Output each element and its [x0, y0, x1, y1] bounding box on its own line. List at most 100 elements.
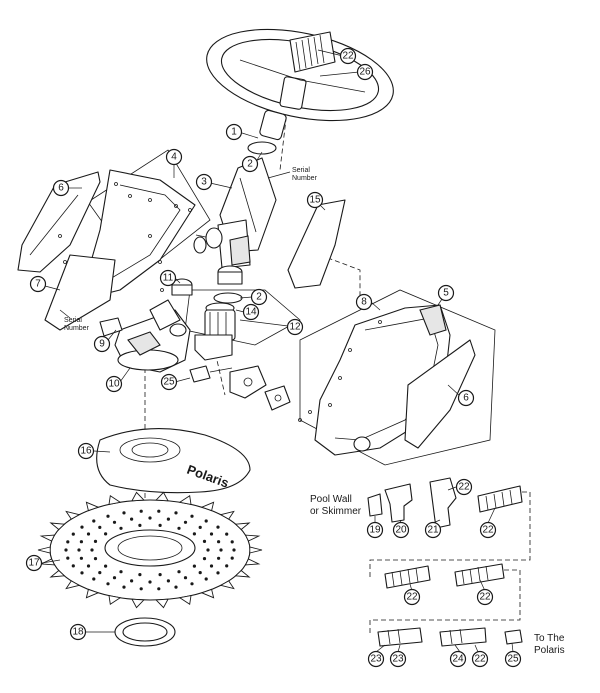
tire-tooth [85, 501, 100, 512]
tire-stud [198, 571, 202, 575]
tire-tooth [108, 595, 122, 605]
tire-stud [230, 540, 234, 544]
callout-22-b: 22 [403, 588, 421, 606]
tire-stud [216, 571, 220, 575]
chassis [99, 299, 191, 373]
tire-stud [219, 548, 223, 552]
callout-21: 22 [455, 478, 473, 496]
tire-stud [138, 573, 142, 577]
tire-tooth [200, 588, 215, 599]
tire-stud [183, 520, 188, 524]
tire-stud [80, 525, 84, 529]
svg-text:6: 6 [58, 183, 64, 194]
callout-1: 1 [225, 123, 243, 141]
tire-tooth [178, 495, 192, 505]
tire-stud [192, 564, 196, 568]
side-rail [287, 199, 346, 289]
tire-tooth [219, 510, 235, 520]
callout-9: 9 [93, 335, 111, 353]
tire-stud [106, 514, 110, 518]
swivel-part [247, 109, 287, 155]
tire-stud [198, 525, 202, 530]
tire-stud [77, 548, 81, 552]
svg-text:20: 20 [395, 525, 407, 536]
serial-number-top-label: Serial Number [292, 167, 318, 182]
tire-tooth [249, 546, 263, 554]
tire-tooth [39, 534, 56, 542]
callout-6-left: 6 [52, 179, 70, 197]
tire-stud [86, 564, 91, 568]
svg-text:14: 14 [245, 307, 257, 318]
tire-stud [92, 519, 96, 523]
tire-stud [148, 580, 152, 584]
tire-stud [192, 532, 196, 536]
tire-stud [112, 576, 117, 580]
callout-15: 16 [77, 442, 95, 460]
tire-stud [225, 564, 229, 568]
axis-hose [319, 254, 361, 300]
svg-text:17: 17 [28, 558, 40, 569]
callout-16: 17 [25, 554, 43, 572]
tire-stud [174, 511, 178, 515]
axis-top [279, 84, 291, 171]
callout-13: 14 [242, 303, 260, 321]
svg-text:24: 24 [452, 654, 464, 665]
svg-text:22: 22 [482, 525, 494, 536]
tire-stud [71, 564, 75, 568]
svg-text:21: 21 [427, 525, 439, 536]
tire-stud [79, 556, 83, 560]
callout-18: 19 [366, 521, 384, 539]
right-body-panel [298, 304, 476, 456]
tire-stud [79, 540, 83, 544]
callout-26: 25 [160, 373, 178, 391]
tire-stud [64, 548, 68, 552]
tire-tooth [155, 598, 169, 609]
svg-text:8: 8 [361, 297, 367, 308]
callout-22-e: 22 [471, 650, 489, 668]
svg-text:25: 25 [163, 377, 175, 388]
svg-text:10: 10 [108, 379, 120, 390]
svg-text:15: 15 [309, 195, 321, 206]
svg-text:11: 11 [163, 273, 174, 284]
svg-text:26: 26 [359, 67, 371, 78]
tire-tooth [65, 510, 81, 520]
svg-text:9: 9 [99, 339, 105, 350]
tire-stud [119, 570, 123, 574]
tire-stud [138, 523, 142, 528]
tire-ring [114, 617, 176, 647]
tire-tooth [37, 546, 51, 554]
tire-stud [139, 509, 143, 513]
tire-tooth [85, 588, 100, 599]
callout-19: 20 [392, 521, 410, 539]
tire-stud [190, 514, 194, 518]
tire-tooth [108, 495, 122, 505]
svg-text:19: 19 [369, 525, 381, 536]
tire-tooth [178, 595, 192, 605]
tire-stud [98, 571, 102, 575]
tire-stud [166, 579, 170, 583]
tire-stud [216, 525, 220, 529]
tire-stud [66, 540, 70, 544]
svg-text:7: 7 [35, 279, 41, 290]
tire-stud [230, 556, 234, 560]
callout-24: 25 [504, 650, 522, 668]
tire-stud [202, 539, 207, 544]
tire-stud [119, 526, 123, 530]
tire-stud [225, 532, 229, 536]
svg-text:1: 1 [231, 127, 237, 138]
tire-stud [190, 582, 194, 586]
callout-22-d: 23 [389, 650, 407, 668]
tire-stud [204, 577, 208, 581]
engine-module [171, 265, 243, 361]
tire-stud [157, 587, 161, 591]
tire-tooth [244, 534, 261, 542]
svg-text:23: 23 [392, 654, 404, 665]
callout-3: 3 [195, 173, 213, 191]
svg-text:16: 16 [80, 446, 92, 457]
svg-text:22: 22 [406, 592, 418, 603]
tire-stud [158, 573, 162, 577]
tire-stud [209, 532, 214, 536]
tire-tooth [219, 580, 235, 590]
tire-stud [122, 511, 126, 515]
tire-tooth [244, 558, 261, 566]
